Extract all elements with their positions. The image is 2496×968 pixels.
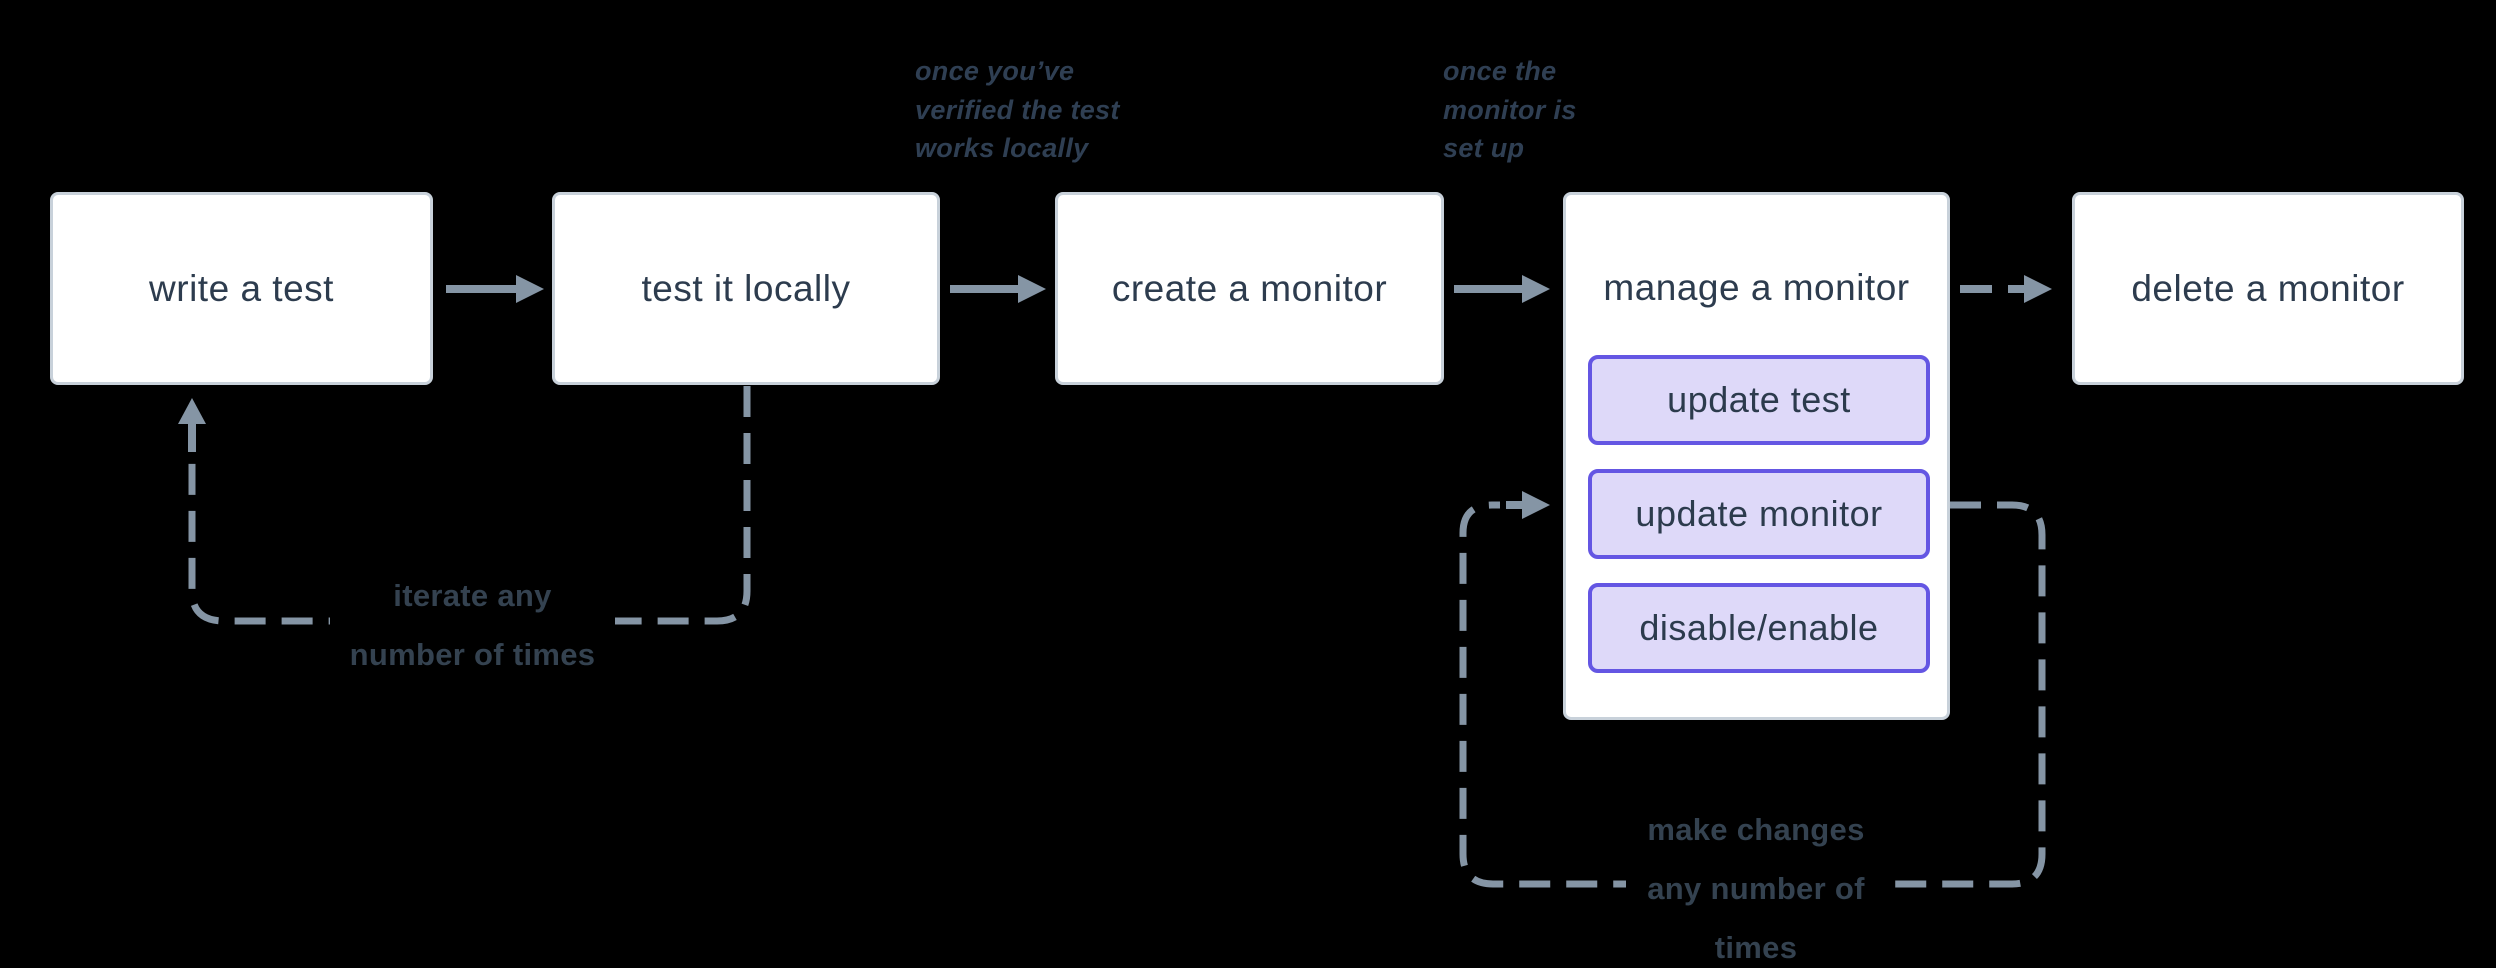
node-test-it-locally-label: test it locally [641, 267, 851, 309]
node-create-a-monitor-label: create a monitor [1111, 267, 1388, 309]
label-iterate-any-number-of-times: iterate any number of times [330, 566, 615, 684]
node-manage-a-monitor: manage a monitor update test update moni… [1563, 192, 1950, 720]
arrow-manage-to-delete-dashed [1960, 275, 2052, 303]
button-update-monitor: update monitor [1588, 469, 1930, 559]
arrow-test-to-create [950, 275, 1046, 303]
node-delete-a-monitor: delete a monitor [2072, 192, 2464, 385]
node-write-a-test-label: write a test [149, 267, 334, 309]
note-once-monitor-setup: once the monitor is set up [1443, 56, 1577, 163]
label-make-changes-any-number-of-times: make changes any number of times [1626, 800, 1886, 968]
node-delete-a-monitor-label: delete a monitor [2131, 267, 2405, 309]
arrow-write-to-test [446, 275, 544, 303]
loop-make-changes-dashed-path [1459, 501, 2046, 888]
button-disable-enable: disable/enable [1588, 583, 1930, 673]
arrow-create-to-manage [1454, 275, 1550, 303]
note-once-verified: once you’ve verified the test works loca… [915, 56, 1120, 163]
node-manage-a-monitor-label: manage a monitor [1603, 267, 1910, 308]
loop-make-changes-arrowhead [1506, 491, 1550, 519]
loop-iterate-arrowhead [178, 398, 206, 452]
node-write-a-test: write a test [50, 192, 433, 385]
node-test-it-locally: test it locally [552, 192, 940, 385]
node-create-a-monitor: create a monitor [1055, 192, 1444, 385]
button-update-test: update test [1588, 355, 1930, 445]
